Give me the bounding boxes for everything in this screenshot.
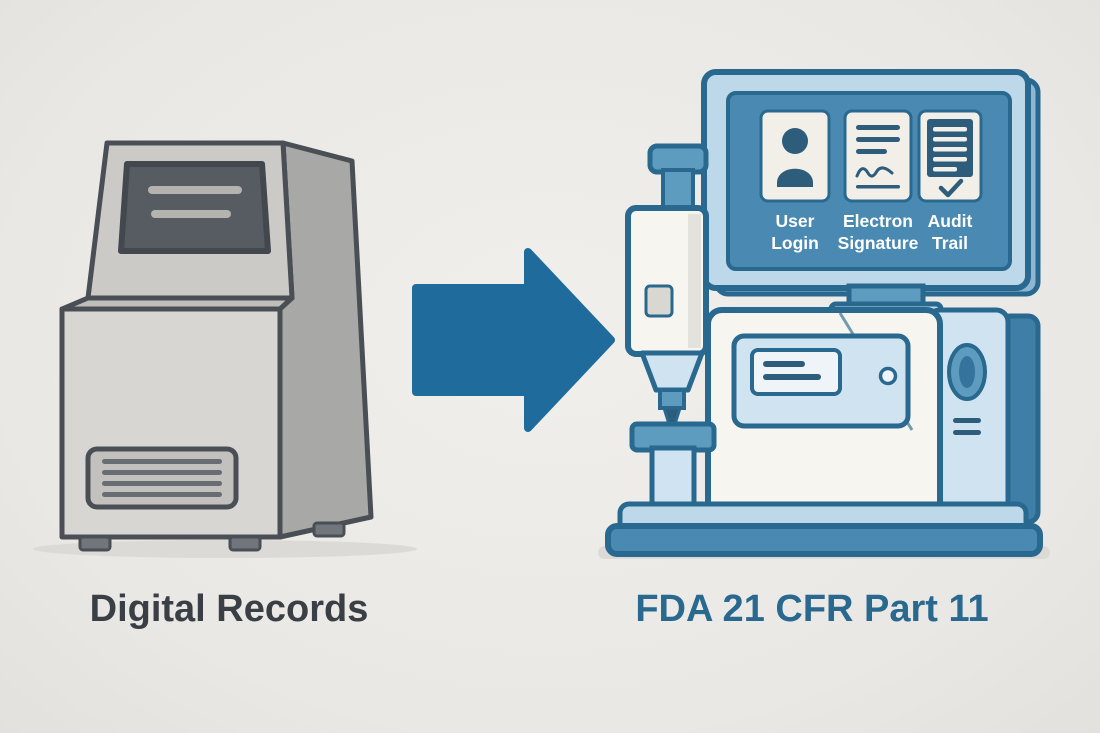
left-machine-side-panel [277,140,374,540]
electronic-signature-label-line1: Electron [843,211,913,231]
screen-card-user-login [759,109,831,203]
left-machine-screen [118,161,271,254]
audit-trail-label-line2: Trail [932,233,968,253]
tower-line-1 [953,418,981,423]
user-login-label-line2: Login [771,233,819,253]
audit-trail-label-line1: Audit [928,211,973,231]
user-login-label-line1: User [776,211,815,231]
left-machine-foot-3 [312,521,346,538]
left-machine-shadow [33,540,417,558]
right-caption: FDA 21 CFR Part 11 [635,588,988,630]
panel-button [878,366,898,386]
captions: Digital Records FDA 21 CFR Part 11 [90,588,989,630]
left-screen-line-1 [148,186,242,194]
dispenser-window [644,284,674,318]
left-machine-foot-2 [228,535,262,552]
dispenser-tip-upper [658,388,686,410]
left-machine-foot-1 [78,535,112,552]
card-background [759,109,831,203]
tower-line-2 [953,430,981,435]
screen-card-electronic-signature [843,109,913,203]
compliant-instrument: User Login Electron Signature Audit Trai… [598,69,1050,559]
electronic-signature-label-line2: Signature [838,233,919,253]
left-machine-vent [85,446,239,510]
left-caption: Digital Records [90,588,369,630]
transform-arrow-icon [412,248,615,432]
display-line-2 [763,374,821,380]
card-background [843,109,913,203]
audit-list-check-icon [927,119,973,198]
display-line-1 [763,361,805,367]
panel-display [750,348,842,396]
vent-line-4 [102,492,222,497]
legacy-instrument [33,140,417,558]
signature-document-icon [855,125,900,189]
tower-knob-inner [959,356,975,388]
dispenser-nozzle [639,350,705,393]
base-bottom-slab [605,523,1043,557]
vent-line-2 [102,470,222,475]
vent-line-3 [102,481,222,486]
screen-card-labels: User Login Electron Signature Audit Trai… [771,211,972,253]
dispenser-housing-shade [688,214,701,348]
vent-line-1 [102,459,222,464]
screen-card-audit-trail [917,109,983,203]
left-screen-line-2 [151,210,231,218]
user-icon [777,128,813,187]
